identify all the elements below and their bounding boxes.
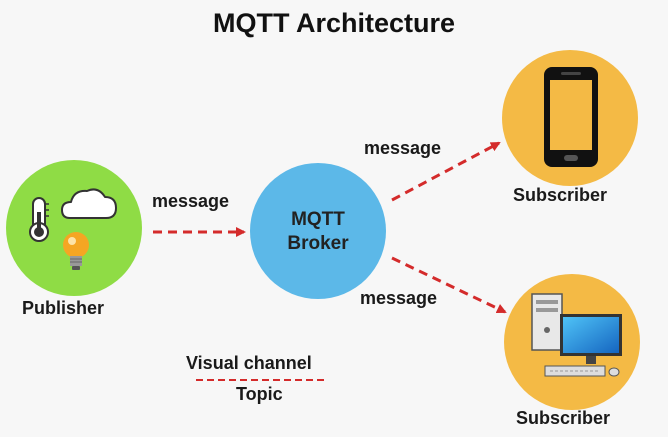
desktop-computer-icon: [531, 293, 622, 377]
thermometer-icon: [29, 197, 49, 242]
message-label-subscriber-top: message: [364, 138, 442, 158]
broker-circle: [250, 163, 386, 299]
arrow-broker-to-subscriber-top: [391, 141, 501, 202]
subscriber-top-label: Subscriber: [513, 185, 608, 205]
subscriber-bottom-label: Subscriber: [516, 408, 611, 428]
broker-label: MQTT Broker: [250, 208, 386, 256]
message-label-publisher: message: [152, 191, 230, 211]
legend-topic: Topic: [236, 384, 283, 404]
light-bulb-icon: [63, 232, 89, 270]
arrow-broker-to-subscriber-bottom: [391, 256, 507, 314]
subscriber-top-node: [502, 50, 638, 186]
subscriber-bottom-node: [504, 274, 640, 410]
broker-label-line1: MQTT: [291, 209, 345, 230]
message-label-subscriber-bottom: message: [360, 288, 438, 308]
cloud-icon: [61, 188, 117, 219]
smartphone-icon: [544, 67, 598, 167]
publisher-circle: [6, 160, 142, 296]
broker-label-line2: Broker: [287, 233, 349, 254]
diagram-title: MQTT Architecture: [212, 8, 456, 38]
publisher-label: Publisher: [22, 298, 105, 318]
publisher-node: [6, 160, 142, 296]
legend-visual-channel: Visual channel: [186, 353, 312, 373]
